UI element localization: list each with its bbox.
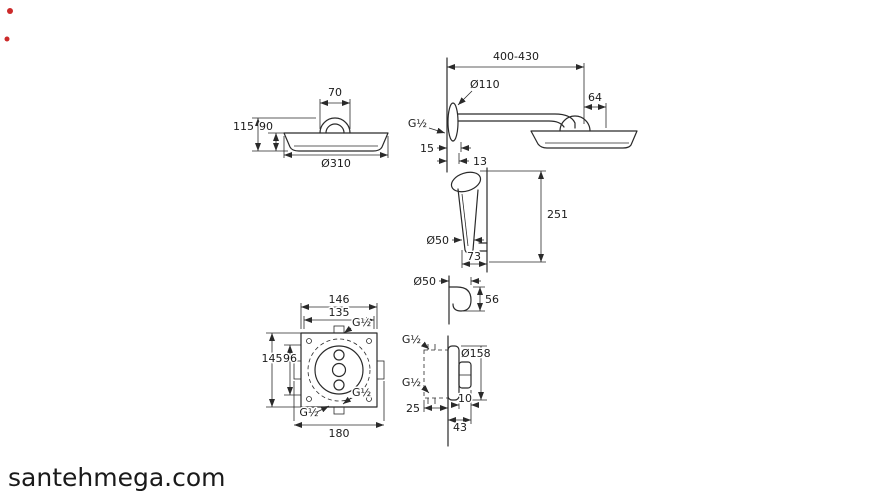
plate-circle-dashed	[307, 338, 371, 402]
dim-145-ext	[266, 332, 301, 408]
dim-knob-depth: 10	[458, 392, 472, 405]
mount-dome-outline	[319, 117, 351, 134]
head-mount-dome	[559, 115, 591, 132]
dim-trim-depth-total: 43	[453, 421, 467, 434]
dim-flange-diameter: Ø110	[470, 78, 500, 91]
thread-leader-box-top	[343, 325, 353, 334]
head-profile-outline	[530, 130, 638, 149]
thread-leader-box-bottom	[316, 405, 330, 413]
dim-head-top-width: 70	[328, 86, 342, 99]
dim-arm-projection: 400-430	[493, 50, 539, 63]
thread-leader-box-mid	[342, 396, 352, 405]
dim-box-height: 145	[262, 352, 283, 365]
dim-box-height-inner: 96	[283, 352, 297, 365]
thread-leader-arm	[428, 127, 446, 134]
shower-arm-side-view: 400-430 Ø110 64 G½ 15 13	[406, 49, 638, 173]
concealed-body-outline	[423, 349, 449, 399]
dim-head-height-body: 90	[259, 120, 273, 133]
dim-plate-depth: 13	[473, 155, 487, 168]
flange-leader	[457, 90, 473, 106]
dim-box-width-total: 180	[329, 427, 350, 440]
dim-bracket-depth: 73	[467, 250, 481, 263]
dim-trim-diameter: Ø158	[461, 347, 491, 360]
screw-hole	[306, 338, 312, 344]
dim-180-ext	[293, 381, 385, 421]
top-port	[333, 325, 345, 334]
dim-hand-shower-length: 251	[547, 208, 568, 221]
dim-56-ext	[463, 286, 485, 312]
dim-box-width: 146	[329, 293, 350, 306]
hand-shower-holder-view: Ø50 56	[412, 274, 501, 325]
thread-label-trim-bottom: G½	[402, 376, 421, 389]
hand-shower-head-outline	[450, 171, 482, 193]
thread-label-box-mid: G½	[352, 386, 371, 399]
button-bottom	[333, 379, 345, 391]
thread-leader-trim-bottom	[421, 385, 430, 394]
dim-head-diameter: Ø310	[321, 157, 351, 170]
dim-box-width-inner: 135	[329, 306, 350, 319]
thread-label-box-top: G½	[352, 316, 371, 329]
dim-holder-diameter: Ø50	[413, 275, 436, 288]
mount-cap-outline	[325, 123, 345, 134]
thread-label-arm: G½	[408, 117, 427, 130]
bottom-port	[333, 406, 345, 415]
side-port-left	[293, 360, 302, 380]
dim-head-height-total: 115	[233, 120, 254, 133]
rough-in-box-front-view: 146 135 G½ 145 96 G½ G½ 180	[260, 292, 385, 442]
screw-hole	[306, 396, 312, 402]
dim-251-ext	[480, 170, 546, 263]
arm-outline	[457, 113, 576, 129]
thermostat-trim-side-view: Ø158 G½ G½ 25 10 43	[400, 332, 492, 447]
wall-flange-outline	[447, 102, 459, 142]
dim-grip-diameter: Ø50	[426, 234, 449, 247]
hand-shower-handle-outline	[457, 188, 479, 255]
valve-circle	[314, 345, 364, 395]
holder-bracket-lines	[478, 242, 488, 252]
red-marks	[4, 8, 13, 42]
dim-holder-height: 56	[485, 293, 499, 306]
screw-hole	[366, 396, 372, 402]
handle-inner-line	[461, 193, 469, 247]
dim-flange-depth: 15	[420, 142, 434, 155]
red-dot	[4, 36, 10, 42]
thread-label-box-bottom: G½	[299, 406, 318, 419]
dim-body-depth: 25	[406, 402, 420, 415]
shower-disc-outline	[283, 132, 389, 152]
hand-shower-view: 251 Ø50 73	[425, 167, 570, 273]
body-port-stubs	[427, 344, 436, 404]
overhead-shower-front-view: 70 115 90 Ø310	[232, 85, 389, 172]
holder-hook-outline	[448, 286, 472, 312]
button-top	[333, 349, 345, 361]
red-dot	[7, 8, 13, 14]
side-port-right	[376, 360, 385, 380]
thread-label-trim-top: G½	[402, 333, 421, 346]
watermark-text: santehmega.com	[8, 463, 225, 492]
screw-hole	[366, 338, 372, 344]
thread-leader-trim-top	[420, 341, 430, 350]
button-middle	[331, 362, 347, 378]
dim-head-offset: 64	[588, 91, 602, 104]
